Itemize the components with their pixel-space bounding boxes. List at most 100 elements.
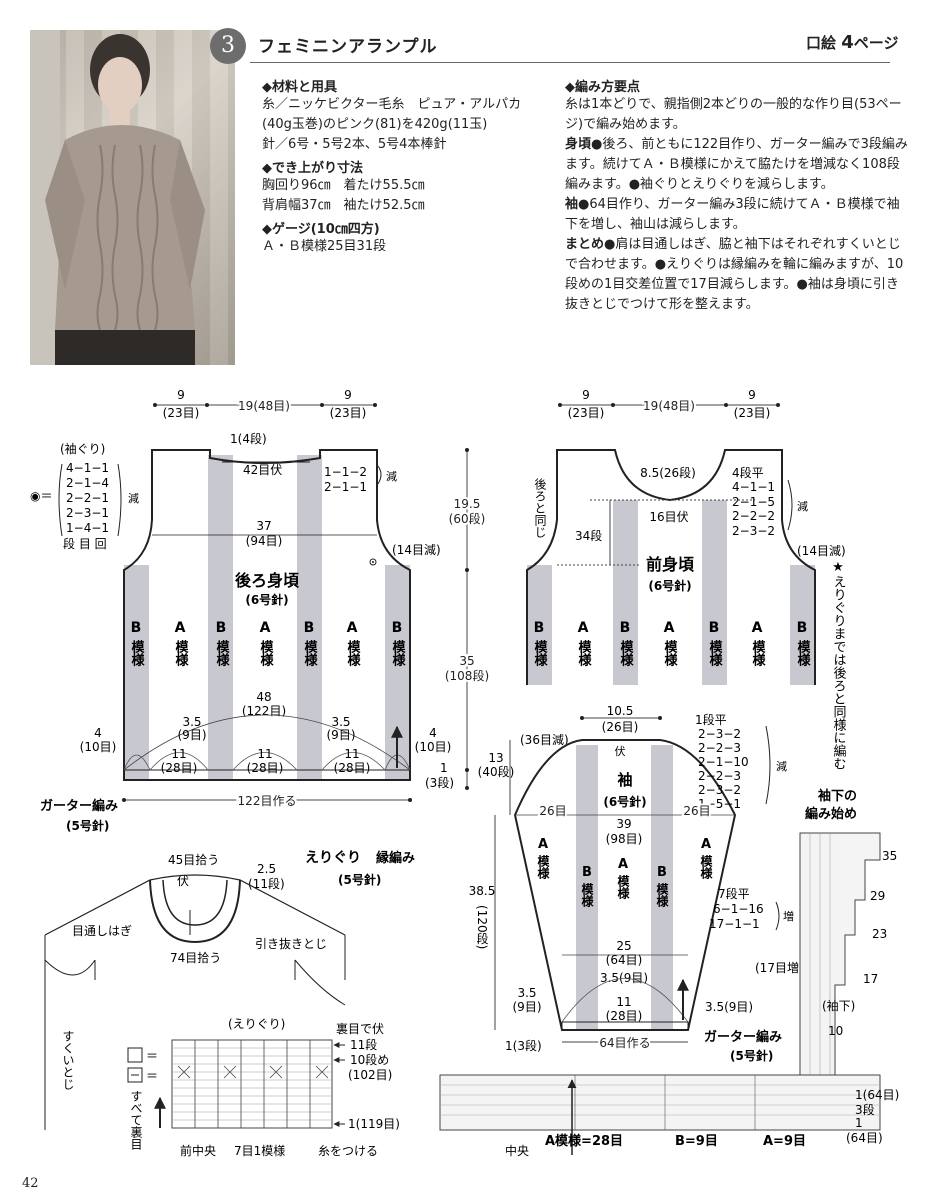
pattern-letter: B: [797, 620, 808, 636]
sleeve-right: 3.5(9目): [705, 1000, 753, 1014]
pattern-letter: B: [131, 620, 142, 636]
back-neck-bind: 42目伏: [243, 463, 282, 477]
pattern-letter: A: [578, 620, 589, 636]
sleeve-h: 13: [488, 751, 503, 765]
back-h: (60段): [449, 511, 486, 526]
collar-bind: 伏: [177, 874, 189, 888]
pattern-letter: B: [620, 620, 631, 636]
back-h: 35: [459, 654, 474, 668]
front-dim: (23目): [734, 406, 771, 420]
armhole-head: (袖ぐり): [60, 441, 105, 456]
pattern-suffix: 模様: [129, 639, 145, 667]
page-number: 42: [22, 1176, 39, 1191]
instructions-sleeve: 袖●64目作り、ガーター編み3段に続けてＡ・Ｂ模様で袖下を増し、袖山は減らします…: [565, 197, 900, 232]
cc-label: (えりぐり): [228, 1017, 285, 1031]
cc-r11: 11段: [350, 1037, 377, 1052]
pattern-letter: A: [664, 620, 675, 636]
sleeve-diagram: 10.5 (26目) (36目減) 伏 13 (40段) 1段平 2−3−2 2…: [469, 704, 804, 1063]
sleeve-garter-needle: (5号針): [730, 1048, 773, 1063]
gauge-heading: ◆ゲージ(10㎝四方): [262, 222, 380, 237]
sc-title: 袖下の: [818, 788, 857, 804]
pattern-letter: A: [701, 837, 711, 852]
front-neck-row: 2−2−2: [732, 509, 775, 523]
armhole-reduce: 減: [128, 491, 139, 505]
sleeve-w: 39: [616, 817, 631, 831]
pattern-suffix: 模様: [532, 639, 548, 667]
pattern-letter: A: [260, 620, 271, 636]
page-reference: 口絵 4ページ: [806, 32, 899, 53]
front-reduce: 減: [797, 499, 808, 513]
pattern-suffix: 模様: [655, 882, 669, 908]
collar-needle: (5号針): [338, 872, 381, 887]
sleeve-w: 11: [616, 995, 631, 1009]
sleeve-bind: 伏: [615, 744, 626, 758]
sleeve-w: (28目): [606, 1009, 643, 1023]
back-col: (9目): [178, 728, 207, 742]
front-needle: (6号針): [648, 578, 691, 593]
materials-line: 糸／ニッケビクター毛糸 ピュア・アルパカ: [262, 97, 522, 112]
sc-title: 編み始め: [805, 806, 857, 822]
pattern-suffix: 模様: [662, 639, 678, 667]
model-photo: [30, 30, 235, 365]
sleeve-garter: ガーター編み: [704, 1029, 782, 1045]
back-title: 後ろ身頃: [235, 571, 300, 590]
pattern-suffix: 模様: [258, 639, 274, 667]
back-dim: 9: [344, 388, 352, 402]
cap-row: 1段平: [695, 712, 727, 727]
sc-r1: 1(64目): [855, 1088, 899, 1102]
pattern-suffix: 模様: [345, 639, 361, 667]
back-width-37: 37: [256, 519, 271, 533]
collar-title2: 縁編み: [376, 850, 415, 866]
gauge-line: Ａ・Ｂ模様25目31段: [262, 239, 387, 254]
sleeve-mid: 3.5(9目): [600, 971, 648, 985]
back-h: (108段): [445, 668, 489, 683]
pattern-suffix: 模様: [214, 639, 230, 667]
pattern-suffix: 模様: [576, 639, 592, 667]
front-neck: 8.5(26段): [640, 465, 696, 480]
pattern-letter: A: [752, 620, 763, 636]
pattern-letter: B: [582, 865, 592, 880]
back-side: 4: [94, 726, 102, 740]
size-line: 背肩幅37㎝ 袖たけ52.5㎝: [262, 198, 425, 213]
pattern-suffix: 模様: [302, 639, 318, 667]
back-col: 3.5: [182, 715, 201, 729]
sleeve-side: (9目): [513, 1000, 542, 1014]
armhole-symbol: ◉＝: [30, 489, 52, 503]
back-dim: 19(48目): [238, 399, 290, 413]
pattern-suffix: 模様: [618, 639, 634, 667]
sc-row: 35: [882, 849, 897, 863]
front-dec14: (14目減): [797, 543, 846, 558]
sleeve-26: 26目: [683, 804, 710, 818]
back-cast-on: 122目作る: [238, 794, 297, 808]
back-h: 19.5: [454, 497, 481, 511]
pattern-letter: A: [347, 620, 358, 636]
pattern-letter: A: [618, 857, 628, 872]
sc-r64: (64目): [846, 1131, 883, 1145]
back-neck-top: 1(4段): [230, 431, 267, 446]
collar-chart: (えりぐり) 裏目で伏 11段 10段め (102目) 1(119目) ＝: [127, 1017, 400, 1158]
back-width-94: (94目): [246, 534, 283, 548]
front-note: ★えりぐりまでは後ろと同様に編む: [831, 560, 847, 770]
cc-r10: 10段め: [350, 1052, 389, 1067]
pattern-header: 3 フェミニンアランプル 口絵 4ページ: [210, 24, 910, 64]
sleeve-w: (64目): [606, 953, 643, 967]
sleeve-top: (26目): [602, 720, 639, 734]
front-neck-row: 4−1−1: [732, 480, 775, 494]
front-dim: 9: [748, 388, 756, 402]
materials-line: (40g玉巻)のピンク(81)を420g(11玉): [262, 117, 488, 132]
pattern-title: フェミニンアランプル: [258, 37, 438, 57]
cc-r102: (102目): [348, 1068, 392, 1082]
pattern-suffix: 模様: [390, 639, 406, 667]
sc-underarm: (袖下): [822, 998, 855, 1013]
sc-row: 23: [872, 927, 887, 941]
cc-repeat: 7目1模様: [234, 1144, 285, 1158]
pattern-suffix: 模様: [750, 639, 766, 667]
sc-apat: A模様=28目: [545, 1133, 623, 1149]
instructions-finish: まとめ●肩は目通しはぎ、脇と袖下はそれぞれすくいとじで合わせます。●えりぐりは縁…: [565, 237, 904, 312]
pattern-suffix: 模様: [580, 882, 594, 908]
pattern-number: 3: [210, 28, 246, 64]
collar-side: すくいとじ: [61, 1030, 75, 1090]
armhole-row: 1−4−1: [66, 521, 109, 535]
pattern-letter: B: [304, 620, 315, 636]
armhole-row: 4−1−1: [66, 461, 109, 475]
